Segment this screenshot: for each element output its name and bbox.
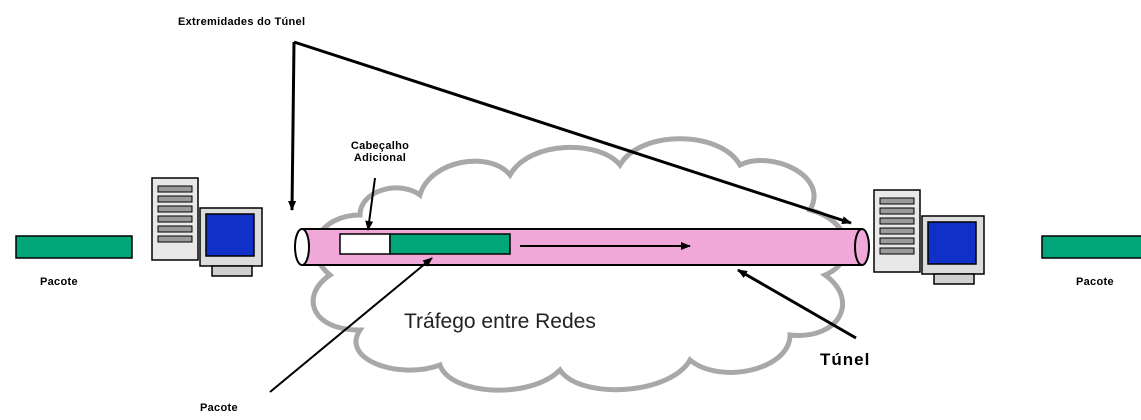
workstation-left-icon [151,177,263,277]
additional-header-label-line1: Cabeçalho [350,140,410,152]
tunnel-ends-pointer-left [288,41,297,211]
packet-bottom-pointer [269,257,433,393]
tunnel-label: Túnel [820,350,871,369]
additional-header-label-line2: Adicional [353,152,407,164]
additional-header-pointer [365,177,376,231]
packet-right [1041,235,1141,259]
packet-bottom-label: Pacote [200,402,238,414]
additional-header-label: Cabeçalho Adicional [330,140,430,164]
encapsulated-packet [389,233,511,255]
tunnel-ends-pointer-right [293,40,852,225]
packet-left-label: Pacote [40,276,78,288]
additional-header-block [339,233,391,255]
packet-right-label: Pacote [1076,276,1114,288]
workstation-right-icon [873,189,985,285]
network-traffic-label: Tráfego entre Redes [404,310,596,333]
tunnel-ends-label: Extremidades do Túnel [178,16,306,28]
tunnel-pointer [737,268,857,340]
packet-left [15,235,133,259]
